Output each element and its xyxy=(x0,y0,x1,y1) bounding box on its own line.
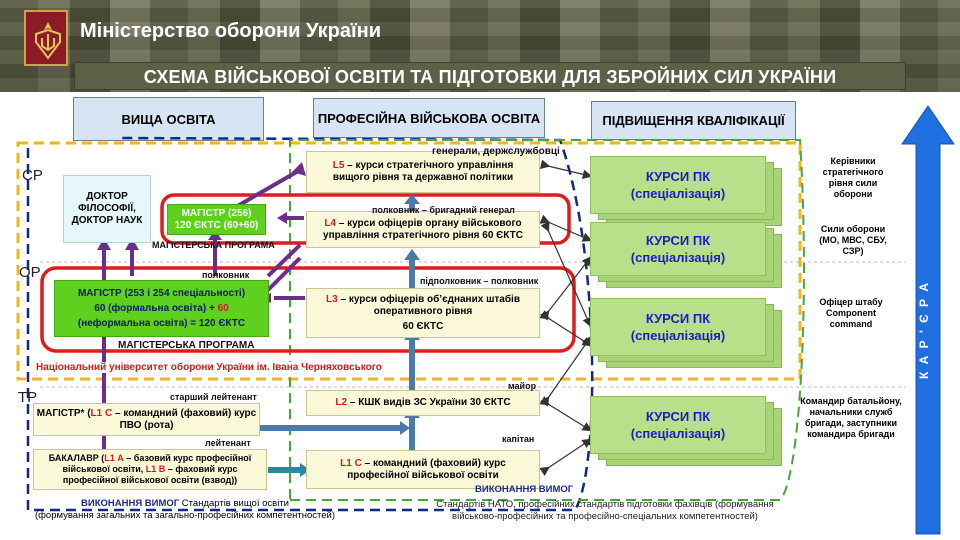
masters-program-label-top: МАГІСТЕРСЬКА ПРОГРАМА xyxy=(152,240,275,250)
footer-nato-title: ВИКОНАННЯ ВИМОГ xyxy=(475,484,574,495)
l4-node: L4 – курси офіцерів органу військового у… xyxy=(306,211,540,248)
rank-major: майор xyxy=(508,381,537,391)
course-pk-card-2: КУРСИ ПК(спеціалізація) xyxy=(590,222,766,276)
nato-standards-boundary xyxy=(289,139,805,501)
phd-node: ДОКТОР ФІЛОСОФІЇ, ДОКТОР НАУК xyxy=(63,175,151,243)
diagram-title-banner: СХЕМА ВІЙСЬКОВОЇ ОСВІТИ ТА ПІДГОТОВКИ ДЛ… xyxy=(74,62,906,90)
trident-icon xyxy=(35,22,61,60)
l3-node: L3 – курси офіцерів об’єднаних штабів оп… xyxy=(306,288,540,338)
column-header-higher-education: ВИЩА ОСВІТА xyxy=(73,97,264,141)
footer-nato-standards: Стандартів НАТО, професійних стандартів … xyxy=(436,499,774,522)
higher-education-boundary xyxy=(26,136,594,512)
master-253-line3: (неформальна освіта) = 120 ЄКТС xyxy=(77,318,246,329)
course-pk-card-4: КУРСИ ПК(спеціалізація) xyxy=(590,396,766,454)
column-header-professional-education: ПРОФЕСІЙНА ВІЙСЬКОВА ОСВІТА xyxy=(313,98,545,138)
rank-colonel: полковник xyxy=(202,270,250,280)
side-label-defense-forces: Сили оборони (МО, МВС, СБУ, СЗР) xyxy=(819,224,887,256)
l1c-node: L1 С – командний (фаховий) курс професій… xyxy=(306,450,540,489)
side-label-leaders: Керівники стратегічного рівня сили оборо… xyxy=(822,156,884,199)
l2-node: L2 – КШК видів ЗС України 30 ЄКТС xyxy=(306,390,540,416)
master-253-line1: МАГІСТР (253 і 254 спеціальності) xyxy=(77,288,246,299)
career-arrow-icon xyxy=(901,105,955,535)
career-label: К А Р ' Є Р А xyxy=(917,280,931,380)
ministry-emblem xyxy=(24,10,68,66)
side-label-staff-officer: Офіцер штабу Component command xyxy=(819,297,883,329)
master-256-line2: 120 ЄКТС (60+60) xyxy=(174,219,259,231)
ministry-title: Міністерство оборони України xyxy=(80,20,382,42)
course-pk-card-3: КУРСИ ПК(спеціалізація) xyxy=(590,298,766,356)
rank-ltcol-colonel: підполковник – полковник xyxy=(420,276,539,286)
side-label-battalion-commander: Командир батальйону, начальники служб бр… xyxy=(800,396,902,439)
l5-node: L5 – курси стратегічного управління вищо… xyxy=(306,151,540,193)
master-253-informal-ects: 60 xyxy=(217,303,229,314)
master-star-node: МАГІСТР* (L1 С – командний (фаховий) кур… xyxy=(33,403,260,436)
rank-senior-lieutenant: старший лейтенант xyxy=(170,392,257,402)
header-background xyxy=(0,0,960,92)
rank-captain: капітан xyxy=(502,434,535,444)
rank-lieutenant: лейтенант xyxy=(205,438,251,448)
master-256-line1: МАГІСТР (256) xyxy=(181,207,252,219)
level-label-sr: СР xyxy=(22,167,43,184)
masters-program-label-bottom: МАГІСТЕРСЬКА ПРОГРАМА xyxy=(118,340,255,351)
course-pk-card-1: КУРСИ ПК(спеціалізація) xyxy=(590,156,766,214)
university-name: Національний університет оборони України… xyxy=(36,362,382,373)
master-256-node: МАГІСТР (256) 120 ЄКТС (60+60) xyxy=(167,204,266,235)
bachelor-node: БАКАЛАВР (L1 А – базовий курс професійно… xyxy=(33,449,267,490)
master-253-line2: 60 (формальна освіта) + 60 xyxy=(94,303,229,314)
level-label-or: ОР xyxy=(19,264,41,281)
footer-higher-education-standards: ВИКОНАННЯ ВИМОГ Стандартів вищої освіти … xyxy=(34,498,336,521)
rank-generals: генерали, держслужбовці xyxy=(432,146,560,157)
rank-colonel-brigadier: полковник – бригадний генерал xyxy=(372,205,515,215)
level-label-tr: ТР xyxy=(18,389,38,406)
master-253-254-node: МАГІСТР (253 і 254 спеціальності) 60 (фо… xyxy=(54,280,269,337)
column-header-qualification: ПІДВИЩЕННЯ КВАЛІФІКАЦІЇ xyxy=(591,101,796,140)
